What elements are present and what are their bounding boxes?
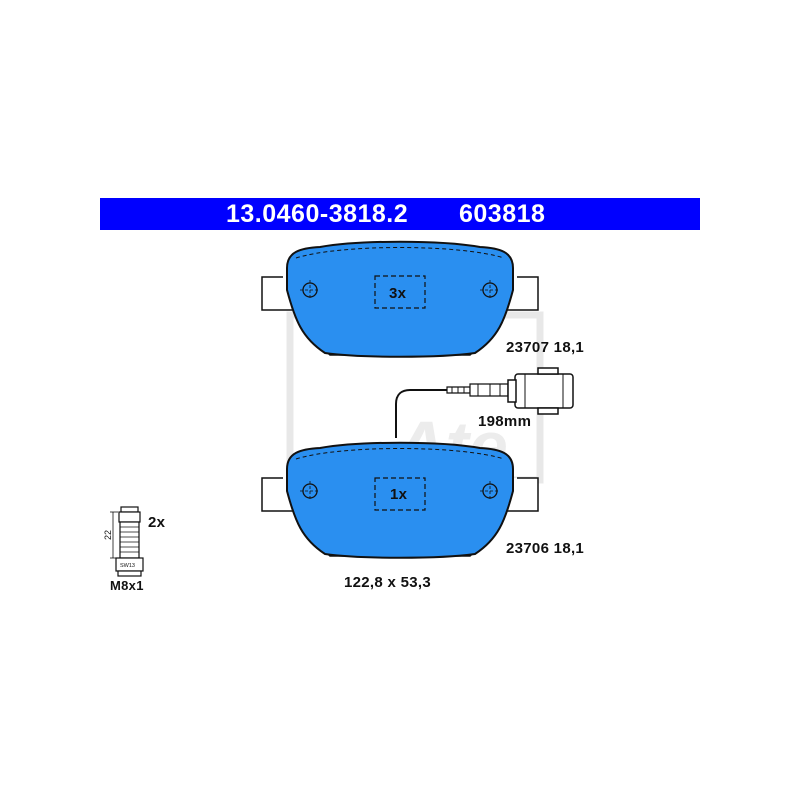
guide-bolt: SW13 22 [103, 506, 144, 577]
wrench-size-label: SW13 [120, 563, 135, 569]
bolt-length-label: 22 [103, 530, 113, 540]
part-number-header: 13.0460-3818.2 603818 [100, 198, 700, 230]
part-number: 13.0460-3818.2 [226, 200, 409, 228]
wear-sensor-wire [395, 383, 509, 438]
bolt-thread: M8x1 [110, 578, 144, 593]
upper-pad-code: 23707 18,1 [506, 339, 585, 356]
lower-brake-pad [261, 441, 539, 559]
sensor-length: 198mm [478, 413, 532, 430]
upper-pad-quantity: 3x [389, 285, 407, 302]
lower-pad-quantity: 1x [390, 486, 408, 503]
bolt-quantity: 2x [148, 514, 166, 531]
reference-number: 603818 [459, 200, 546, 228]
pad-dimensions: 122,8 x 53,3 [344, 574, 432, 591]
lower-pad-code: 23706 18,1 [506, 540, 585, 557]
sensor-connector [507, 367, 574, 415]
upper-brake-pad [261, 240, 539, 358]
